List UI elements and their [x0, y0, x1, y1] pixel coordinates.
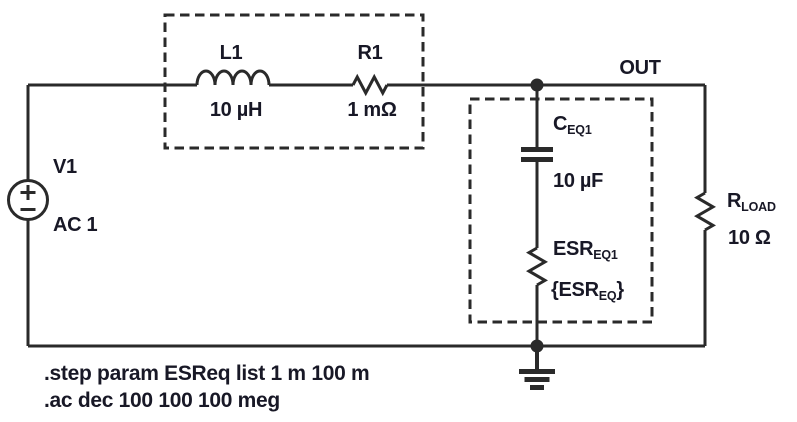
- label-text: ESR: [553, 238, 594, 260]
- rload-value-label: 10 Ω: [728, 227, 771, 249]
- source-ref-label: V1: [53, 156, 77, 178]
- plus-icon: [20, 185, 36, 200]
- capacitor-symbol: [521, 147, 553, 162]
- spice-directive-step: .step param ESReq list 1 m 100 m: [44, 362, 370, 385]
- resistor-esr-symbol: [526, 246, 548, 287]
- label-subscript: LOAD: [741, 200, 776, 214]
- resistor-r1-value-label: 1 mΩ: [347, 99, 397, 121]
- resistor-rload-symbol: [694, 191, 716, 232]
- resistor-r1-ref-label: R1: [357, 42, 383, 64]
- capacitor-ref-label: CEQ1: [553, 113, 592, 137]
- ground-icon: [519, 369, 555, 390]
- inductor-value-label: 10 µH: [209, 99, 263, 121]
- capacitor-value-label: 10 µF: [553, 170, 604, 192]
- node-dot-gnd: [530, 339, 544, 353]
- label-subscript: EQ1: [593, 248, 618, 262]
- label-text: C: [553, 113, 568, 135]
- label-subscript: EQ1: [567, 123, 592, 137]
- wire-segments: [26, 83, 707, 348]
- rload-ref-label: RLOAD: [727, 190, 776, 214]
- label-text: {ESR: [551, 279, 599, 301]
- node-dot-out: [530, 78, 544, 92]
- label-subscript: EQ: [598, 289, 617, 303]
- out-net-label: OUT: [619, 57, 661, 79]
- esr-value-label: {ESREQ}: [551, 279, 624, 303]
- esr-ref-label: ESREQ1: [553, 238, 618, 262]
- inductor-symbol: [195, 69, 271, 86]
- spice-directive-ac: .ac dec 100 100 100 meg: [44, 389, 280, 412]
- label-text: }: [616, 279, 624, 301]
- inductor-ref-label: L1: [219, 42, 243, 64]
- source-value-label: AC 1: [53, 214, 98, 236]
- filter-group-box: [163, 13, 425, 150]
- label-text: R: [727, 190, 742, 212]
- resistor-r1-symbol: [351, 73, 389, 97]
- capacitor-group-box: [468, 97, 654, 324]
